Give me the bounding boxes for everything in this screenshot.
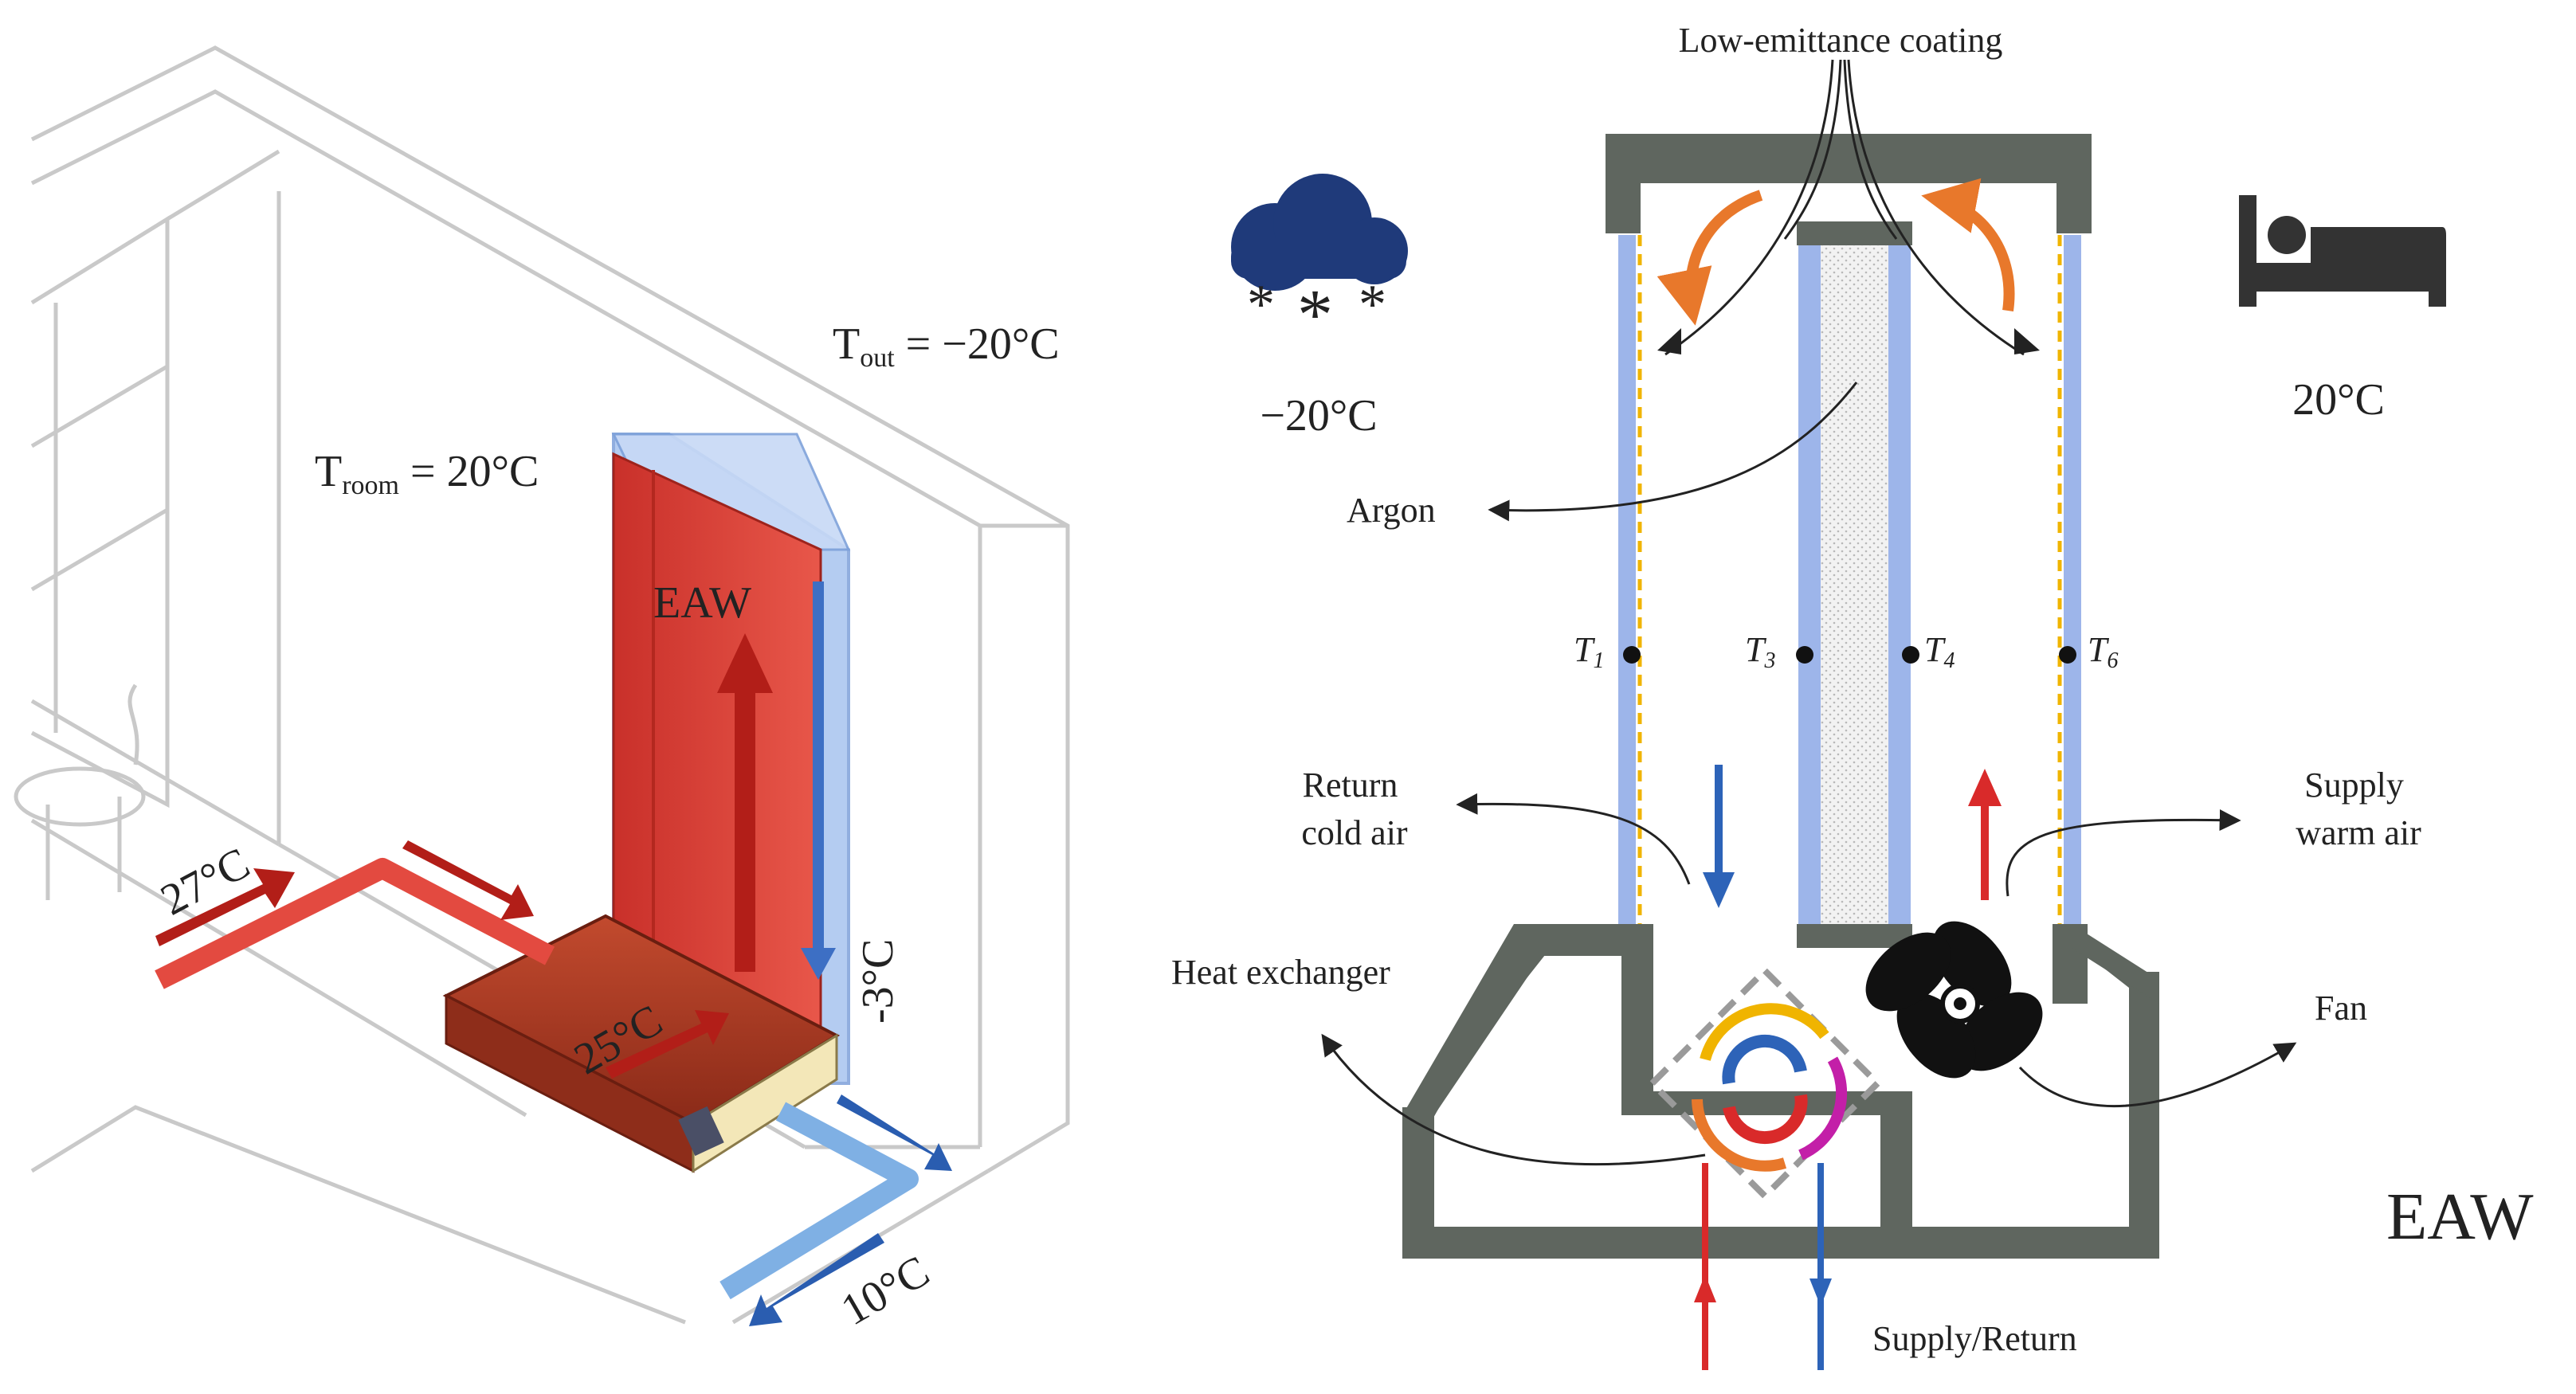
- svg-text:*: *: [1247, 274, 1275, 335]
- sensor-t1: T1: [1574, 630, 1604, 673]
- bed-icon: [2239, 195, 2446, 307]
- fan-icon: [1865, 921, 2043, 1079]
- eaw-frame: [1402, 134, 2159, 1259]
- circulation-arrow-right: [1921, 178, 2015, 311]
- coating-label: Low-emittance coating: [1679, 21, 2003, 60]
- sensor-t3: T3: [1745, 630, 1775, 673]
- coating-pointers: [1664, 59, 2025, 356]
- argon-label: Argon: [1347, 491, 1436, 530]
- supply-return-pipes: [1694, 1163, 1832, 1370]
- snow-cloud-icon: * * *: [1231, 174, 1408, 354]
- indoor-temp-label: 20°C: [2292, 375, 2385, 425]
- sensor-t6: T6: [2088, 630, 2118, 673]
- sensor-t4: T4: [1924, 630, 1955, 673]
- t-room-label: Troom = 20°C: [315, 447, 539, 500]
- fan-pointer: [2018, 1042, 2297, 1108]
- heat-exchanger: [1647, 965, 1883, 1201]
- cold-air-arrow: [1703, 765, 1735, 908]
- argon-pointer: [1488, 382, 1858, 522]
- outdoor-temp-label: −20°C: [1260, 391, 1377, 441]
- eaw-base-unit: [442, 914, 841, 1173]
- return-pointer: [1456, 793, 1691, 885]
- temp-minus3-label: -3°C: [853, 939, 903, 1024]
- heat-exchanger-label: Heat exchanger: [1171, 953, 1390, 992]
- room-illustration: [14, 45, 1070, 1325]
- fan-label: Fan: [2315, 989, 2367, 1028]
- svg-text:*: *: [1359, 274, 1386, 335]
- eaw-section-label: EAW: [2386, 1180, 2534, 1254]
- argon-cavity: [1821, 245, 1888, 924]
- coating-arrowhead-right: [2014, 328, 2040, 354]
- supply-pointer: [2006, 809, 2241, 897]
- circulation-arrow-left: [1657, 190, 1763, 326]
- t-out-label: Tout = −20°C: [833, 319, 1060, 373]
- sensor-dots: [1623, 646, 2076, 664]
- return-cold-air-label: Return cold air: [1301, 766, 1408, 852]
- eaw-3d-label: EAW: [653, 578, 751, 628]
- warm-air-arrow: [1968, 769, 2002, 900]
- coating-arrowhead-left: [1657, 328, 1681, 354]
- flow-arrows: [155, 581, 952, 1326]
- heat-exchanger-pointer: [1321, 1033, 1706, 1166]
- supply-return-label: Supply/Return: [1872, 1319, 2077, 1358]
- supply-warm-air-label: Supply warm air: [2296, 766, 2421, 852]
- glazing: [1618, 235, 2081, 924]
- svg-text:*: *: [1297, 276, 1333, 354]
